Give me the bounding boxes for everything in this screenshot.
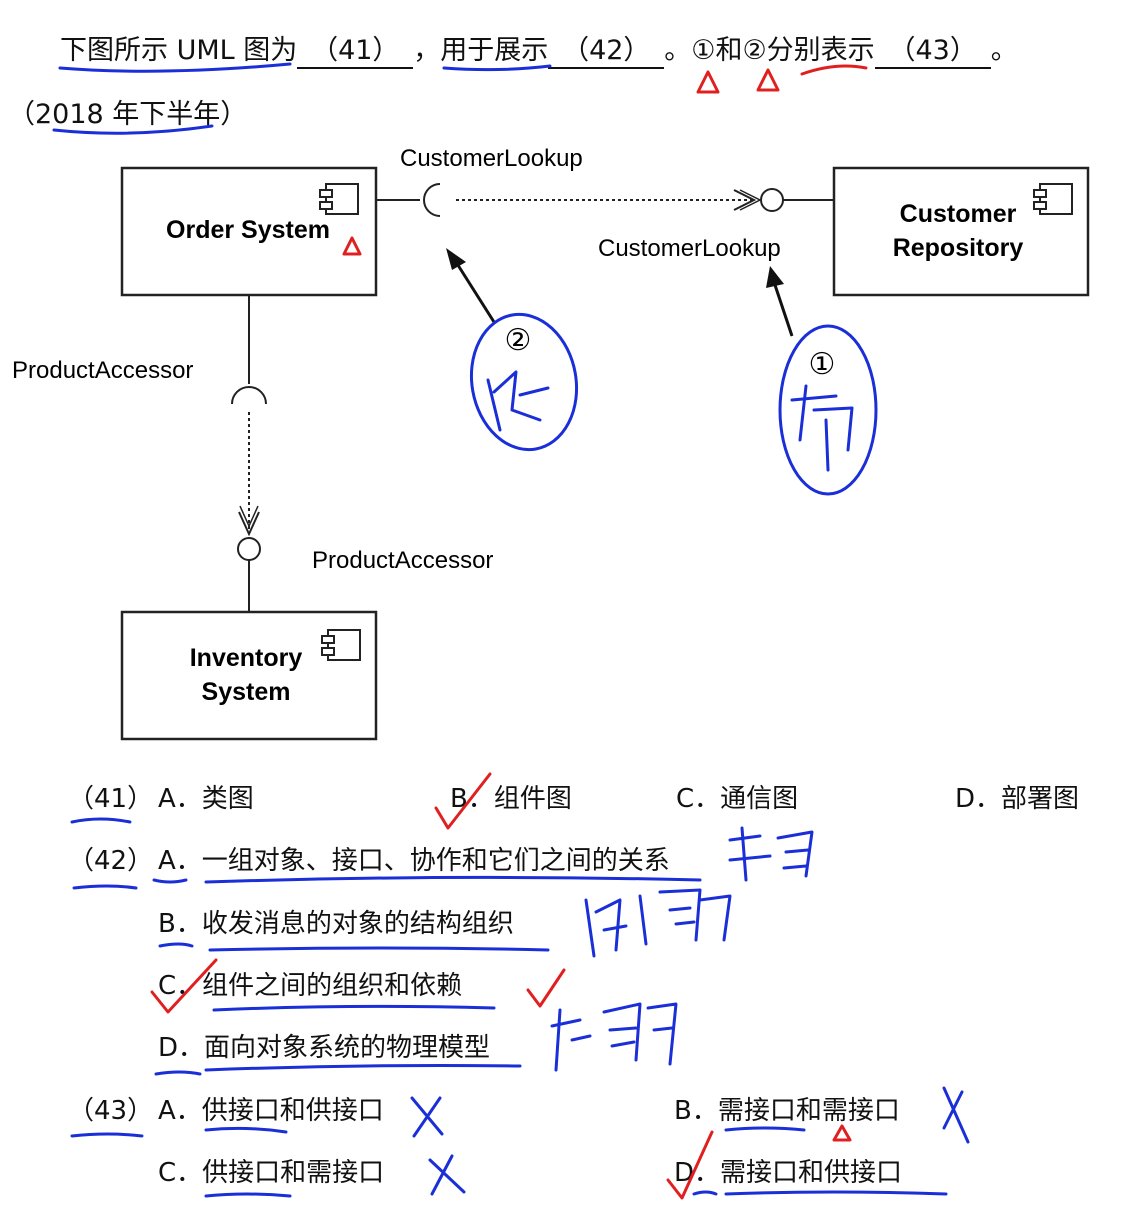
q42-option-a: A．一组对象、接口、协作和它们之间的关系 [158,846,670,876]
customer-repository-title-line2: Repository [893,234,1024,262]
q42-option-d: D．面向对象系统的物理模型 [158,1033,491,1063]
q43-option-d: D．需接口和供接口 [674,1158,903,1188]
question-text-1: 下图所示 UML 图为 [60,35,298,66]
customer-repository-title-line1: Customer [900,200,1017,228]
question-text-3: 。①和②分别表示 [664,35,875,66]
question-text-4: 。 [990,35,1018,66]
component-icon [319,183,359,215]
order-system-component: Order System [120,166,378,297]
label-customer-lookup-top: CustomerLookup [400,145,583,172]
blank-43: （43） [874,28,991,69]
provided-interface-customer-lookup [760,188,834,212]
pointer-arrow-2: ② [446,248,531,358]
required-interface-product-accessor [231,295,267,405]
inventory-system-title-line1: Inventory [190,644,303,672]
required-interface-customer-lookup [376,183,441,217]
component-icon [321,629,361,661]
order-system-title: Order System [166,216,330,244]
marker-2: ② [505,323,532,358]
marker-1: ① [809,347,836,382]
q42-option-c: C．组件之间的组织和依赖 [158,971,463,1001]
blank-41: （41） [297,28,414,69]
pointer-arrow-1: ① [766,266,835,382]
inventory-system-component: Inventory System [120,610,378,741]
q41-option-c: C．通信图 [676,784,799,814]
q43-option-a: A．供接口和供接口 [158,1096,384,1126]
inventory-system-title-line2: System [202,678,291,706]
label-product-accessor-bottom: ProductAccessor [312,547,493,574]
label-customer-lookup-bottom: CustomerLookup [598,235,781,262]
dependency-arrow-product [238,412,260,537]
provided-interface-product-accessor [237,537,261,612]
q41-option-b: B．组件图 [450,784,572,814]
component-icon [1033,183,1073,215]
q43-number: （43） [68,1096,154,1126]
dependency-arrow-customer [456,189,762,211]
q41-number: （41） [68,784,154,814]
question-line: 下图所示 UML 图为（41），用于展示（42）。①和②分别表示（43）。 [60,28,1018,69]
q41-option-a: A．类图 [158,784,254,814]
blank-42: （42） [548,28,665,69]
q42-number: （42） [68,846,154,876]
q42-option-b: B．收发消息的对象的结构组织 [158,909,514,939]
q43-option-b: B．需接口和需接口 [674,1096,900,1126]
customer-repository-component: Customer Repository [832,166,1090,297]
uml-component-diagram: Order System Customer Repository Invento… [12,145,1090,741]
question-text-2: ，用于展示 [413,35,549,66]
q41-option-d: D．部署图 [955,784,1080,814]
q43-option-c: C．供接口和需接口 [158,1158,385,1188]
label-product-accessor-left: ProductAccessor [12,357,193,384]
